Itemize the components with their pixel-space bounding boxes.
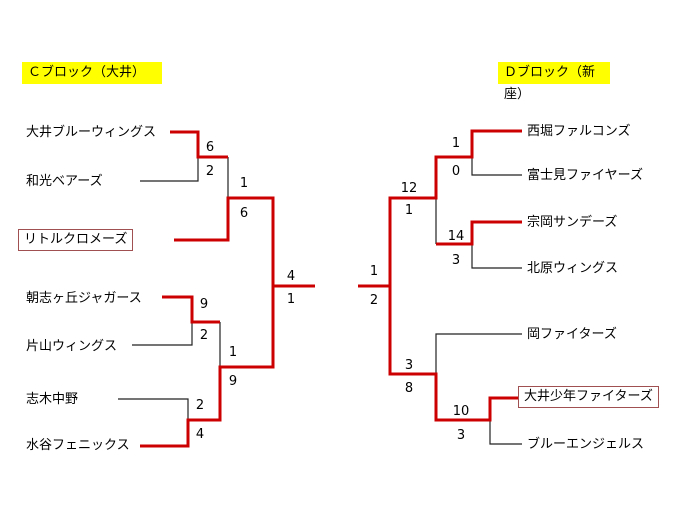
score-c-r1c-bot: 4 [195, 427, 205, 442]
score-c-r2a-top: 1 [239, 176, 249, 191]
team-d5: 岡ファイターズ [527, 327, 617, 342]
score-c-r1a-bot: 2 [205, 164, 215, 179]
d-line-d2 [471, 138, 522, 176]
team-d1: 西堀ファルコンズ [527, 124, 631, 139]
c-win-c4 [162, 295, 220, 324]
team-d7: ブルーエンジェルス [527, 437, 645, 452]
score-d-r1c-top: 10 [452, 404, 470, 419]
team-c4: 朝志ヶ丘ジャガース [26, 291, 142, 306]
team-c7: 水谷フェニックス [26, 438, 130, 453]
score-d-final-top: 1 [369, 264, 379, 279]
c-line-c2 [140, 157, 199, 182]
score-c-r1c-top: 2 [195, 398, 205, 413]
d-win-d6 [388, 286, 518, 422]
score-c-final-bot: 1 [286, 292, 296, 307]
score-c-r1b-top: 9 [199, 297, 209, 312]
team-c3: リトルクロメーズ [18, 229, 134, 251]
c-win-c3 [174, 196, 315, 288]
d-block-label: Ｄブロック（新座） [498, 62, 610, 102]
d-win-d3 [436, 220, 522, 246]
c-win-c1 [170, 130, 228, 159]
c-block-label: Ｃブロック（大井） [22, 62, 162, 84]
score-d-r2a-top: 12 [400, 181, 418, 196]
score-d-r1c-bot: 3 [456, 428, 466, 443]
d-win-d1 [358, 129, 522, 288]
score-d-r2b-top: 3 [404, 358, 414, 373]
d-line-d4 [471, 225, 522, 269]
score-d-r1a-top: 1 [451, 136, 461, 151]
score-c-final-top: 4 [286, 269, 296, 284]
score-c-r2b-top: 1 [228, 345, 238, 360]
score-d-r1b-top: 14 [447, 229, 465, 244]
score-d-r1b-bot: 3 [451, 253, 461, 268]
score-d-final-bot: 2 [369, 293, 379, 308]
score-d-r2a-bot: 1 [404, 203, 414, 218]
team-d6: 大井少年ファイターズ [518, 386, 659, 408]
team-c1: 大井ブルーウィングス [26, 125, 157, 140]
team-d3: 宗岡サンデーズ [527, 215, 618, 230]
score-c-r1a-top: 6 [205, 140, 215, 155]
team-c2: 和光ベアーズ [26, 174, 103, 189]
c-line-c5 [132, 322, 193, 346]
team-c5: 片山ウィングス [26, 339, 118, 354]
score-c-r1b-bot: 2 [199, 328, 209, 343]
team-c6: 志木中野 [26, 392, 79, 407]
score-d-r2b-bot: 8 [404, 381, 414, 396]
c-line-c6 [118, 398, 189, 420]
team-d4: 北原ウィングス [527, 261, 619, 276]
score-c-r2a-bot: 6 [239, 206, 249, 221]
c-win-c7 [140, 286, 275, 448]
score-d-r1a-bot: 0 [451, 164, 461, 179]
team-d2: 富士見ファイヤーズ [527, 168, 643, 183]
score-c-r2b-bot: 9 [228, 374, 238, 389]
